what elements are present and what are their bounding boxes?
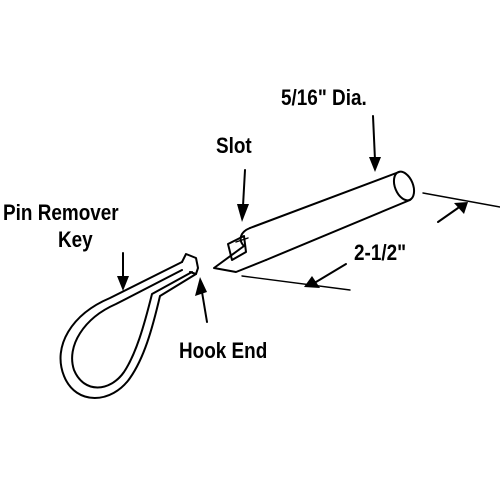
pin-slot-inner bbox=[235, 237, 249, 243]
length-arrow-bottom-shaft bbox=[315, 263, 347, 283]
length-arrow-top-shaft bbox=[437, 207, 459, 223]
key-loop-outer bbox=[59, 261, 197, 399]
pin-top-edge bbox=[249, 171, 400, 229]
diameter-label: 5/16" Dia. bbox=[281, 85, 367, 110]
key-arrowhead bbox=[117, 276, 129, 291]
length-arrow-bottom-head bbox=[304, 276, 320, 288]
slot-label: Slot bbox=[216, 133, 252, 158]
dia-arrowhead bbox=[369, 157, 381, 172]
length-ext-bottom bbox=[241, 275, 351, 291]
hook-end-label: Hook End bbox=[179, 338, 268, 363]
length-ext-top bbox=[422, 192, 500, 208]
slot-arrowhead bbox=[237, 204, 249, 222]
key-hook bbox=[181, 253, 199, 275]
pin-remover-label: Pin Remover bbox=[3, 200, 119, 225]
key-label: Key bbox=[58, 227, 93, 252]
key-loop-inner bbox=[71, 269, 193, 389]
pin-slot bbox=[227, 235, 247, 261]
hook-leader bbox=[201, 291, 208, 323]
length-label: 2-1/2" bbox=[354, 240, 407, 265]
hinge-pin bbox=[213, 170, 416, 273]
pin-bottom-edge bbox=[265, 199, 411, 261]
dia-leader bbox=[372, 115, 376, 161]
pin-remover-key bbox=[59, 253, 199, 399]
pin-round-end bbox=[392, 170, 416, 202]
hook-arrowhead bbox=[195, 277, 207, 296]
length-arrow-top-head bbox=[454, 202, 468, 214]
leaders bbox=[117, 115, 500, 323]
pin-left-end bbox=[213, 227, 267, 273]
slot-leader bbox=[242, 169, 246, 207]
